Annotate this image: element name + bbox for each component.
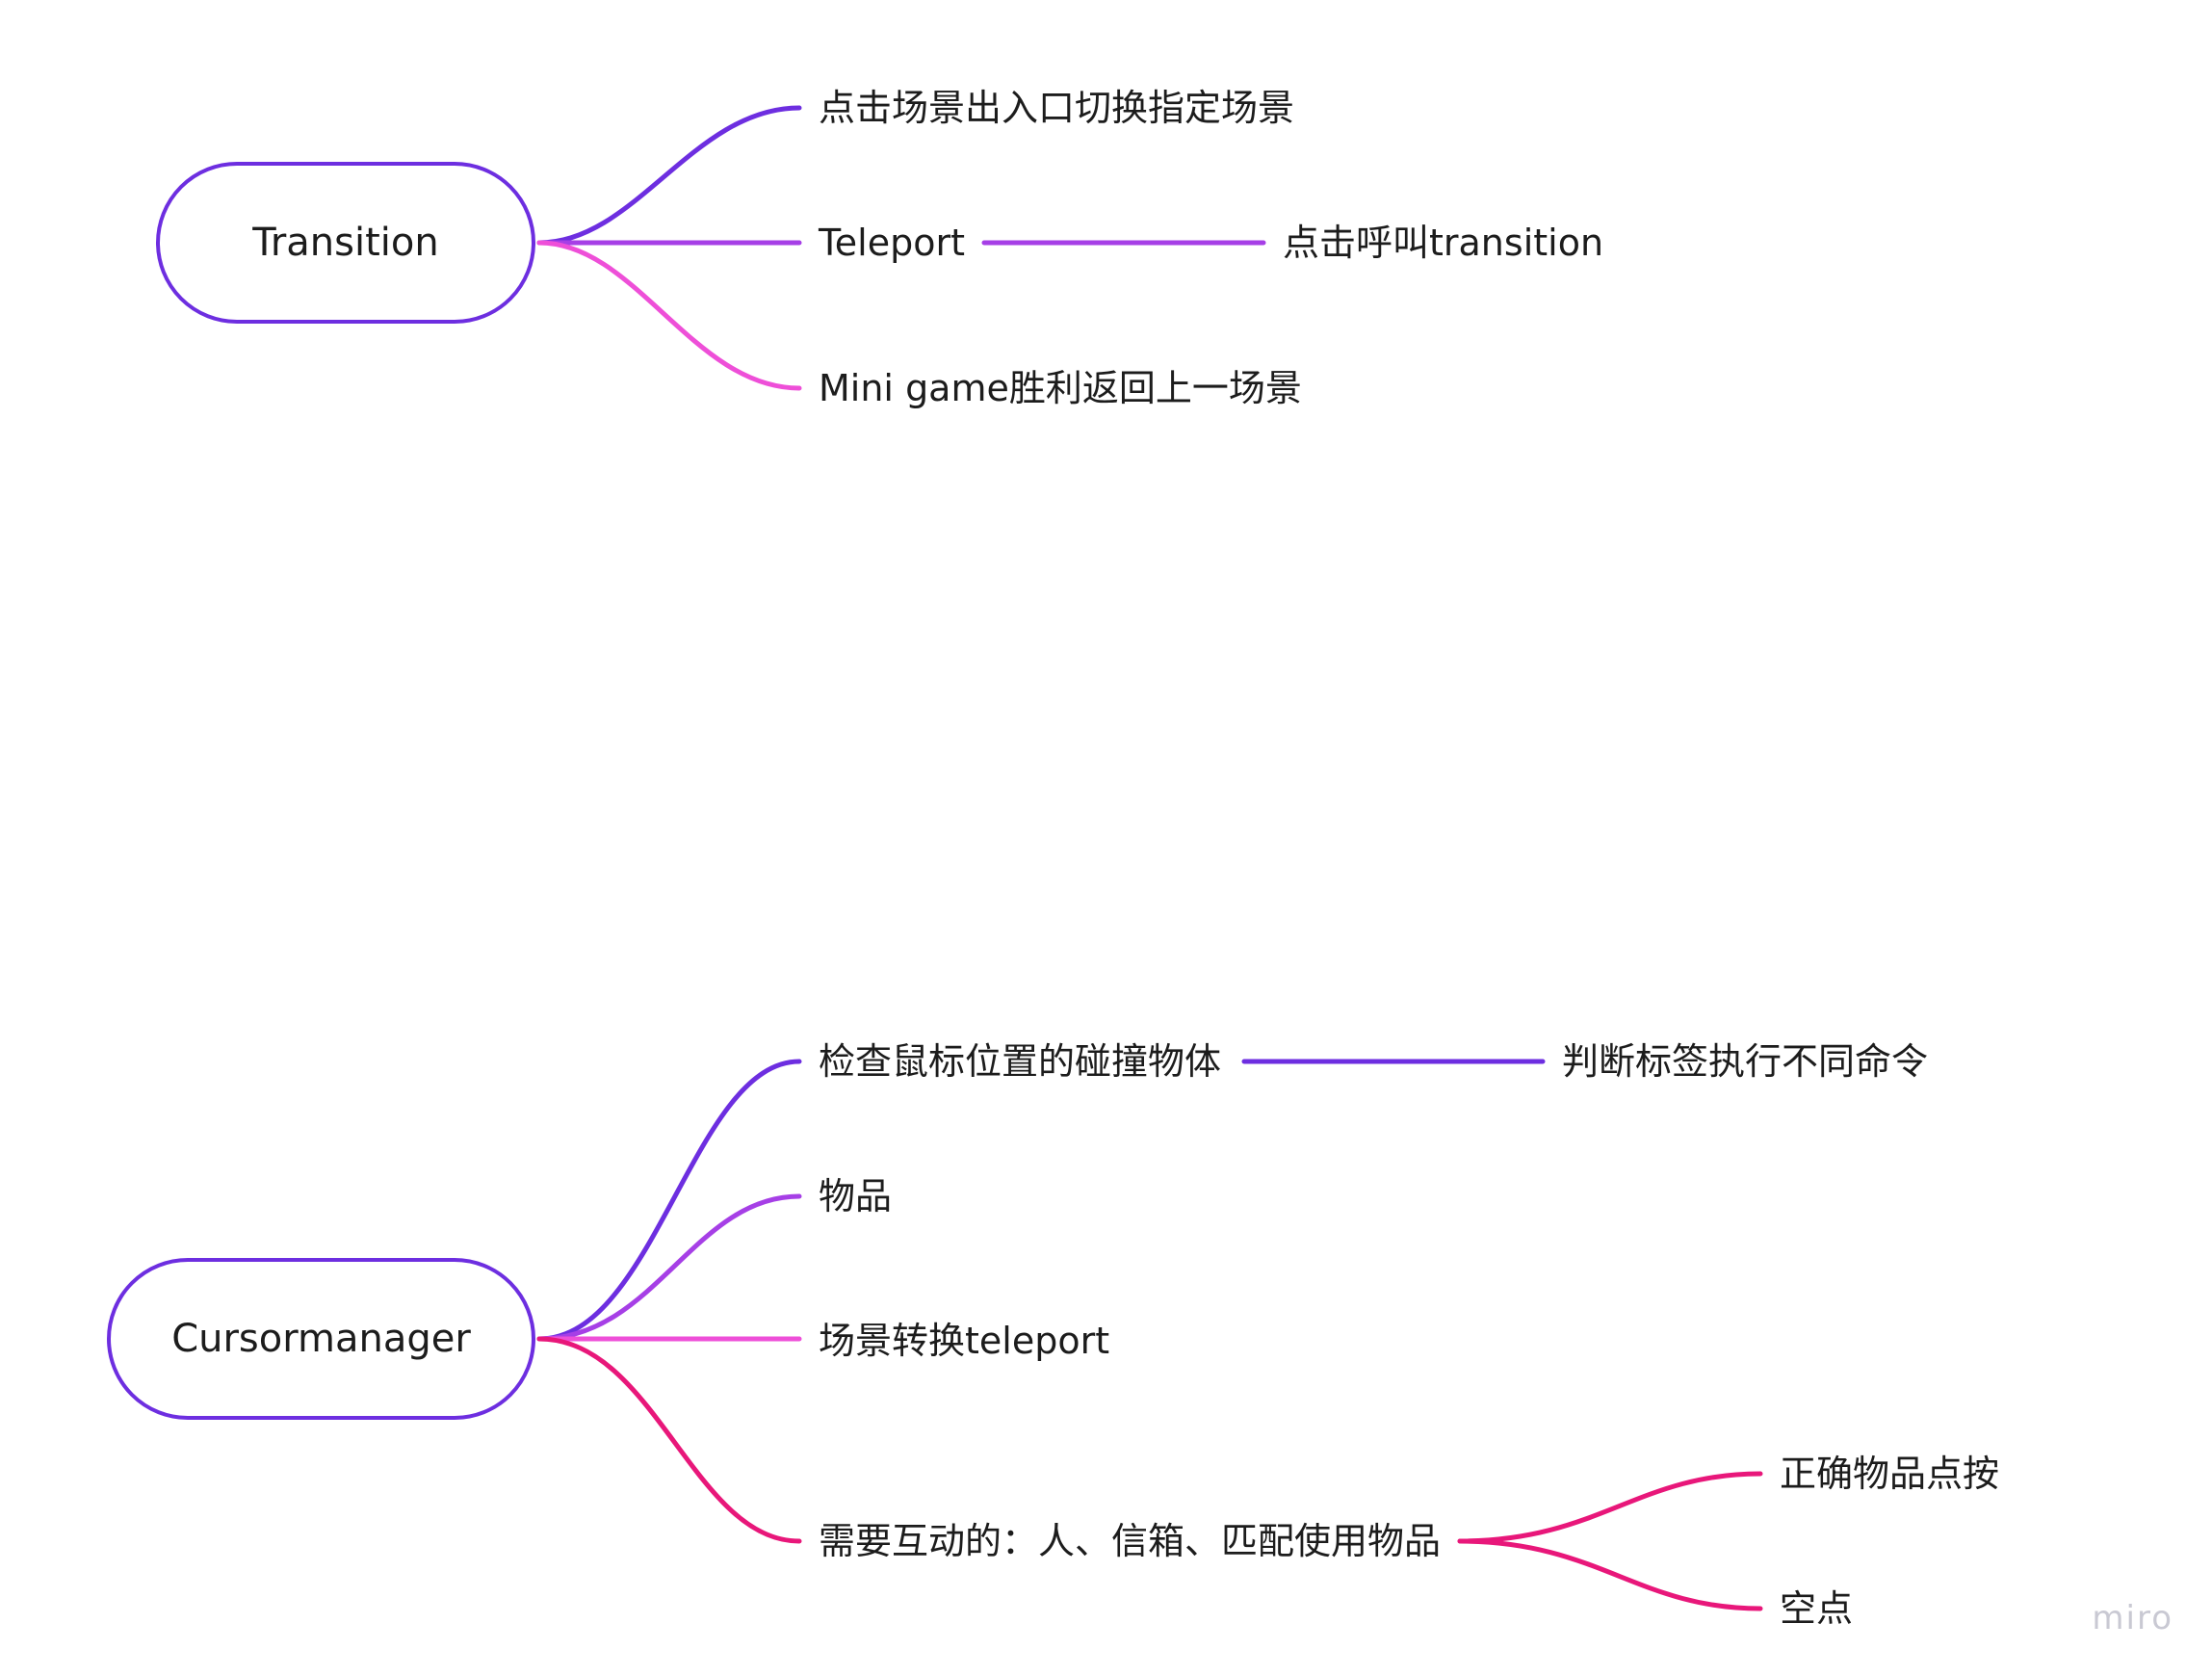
link-cursor-check xyxy=(536,1059,802,1342)
node-scene-switch[interactable]: 点击场景出入口切换指定场景 xyxy=(819,87,1295,129)
root-node-transition[interactable]: Transition xyxy=(156,162,535,324)
node-check-collision[interactable]: 检查鼠标位置的碰撞物体 xyxy=(819,1040,1222,1083)
node-scene-teleport[interactable]: 场景转换teleport xyxy=(819,1320,1110,1362)
link-transition-scene-switch xyxy=(536,105,802,246)
link-cursor-items xyxy=(536,1193,802,1342)
node-judge-tag[interactable]: 判断标签执行不同命令 xyxy=(1562,1040,1929,1083)
node-interactables[interactable]: 需要互动的：人、信箱、匹配使用物品 xyxy=(819,1520,1442,1562)
link-transition-minigame xyxy=(536,240,802,391)
link-cursor-interact xyxy=(536,1336,802,1544)
node-teleport[interactable]: Teleport xyxy=(819,222,965,264)
node-minigame-return[interactable]: Mini game胜利返回上一场景 xyxy=(819,367,1302,409)
node-correct-item-click[interactable]: 正确物品点按 xyxy=(1780,1453,2000,1495)
link-interact-correct xyxy=(1457,1471,1763,1544)
node-empty-click[interactable]: 空点 xyxy=(1780,1587,1854,1630)
root-node-cursormanager[interactable]: Cursormanager xyxy=(107,1258,535,1420)
node-call-transition[interactable]: 点击呼叫transition xyxy=(1283,222,1604,264)
miro-watermark: miro xyxy=(2092,1599,2173,1637)
link-interact-empty xyxy=(1457,1538,1763,1611)
node-items[interactable]: 物品 xyxy=(819,1175,893,1218)
